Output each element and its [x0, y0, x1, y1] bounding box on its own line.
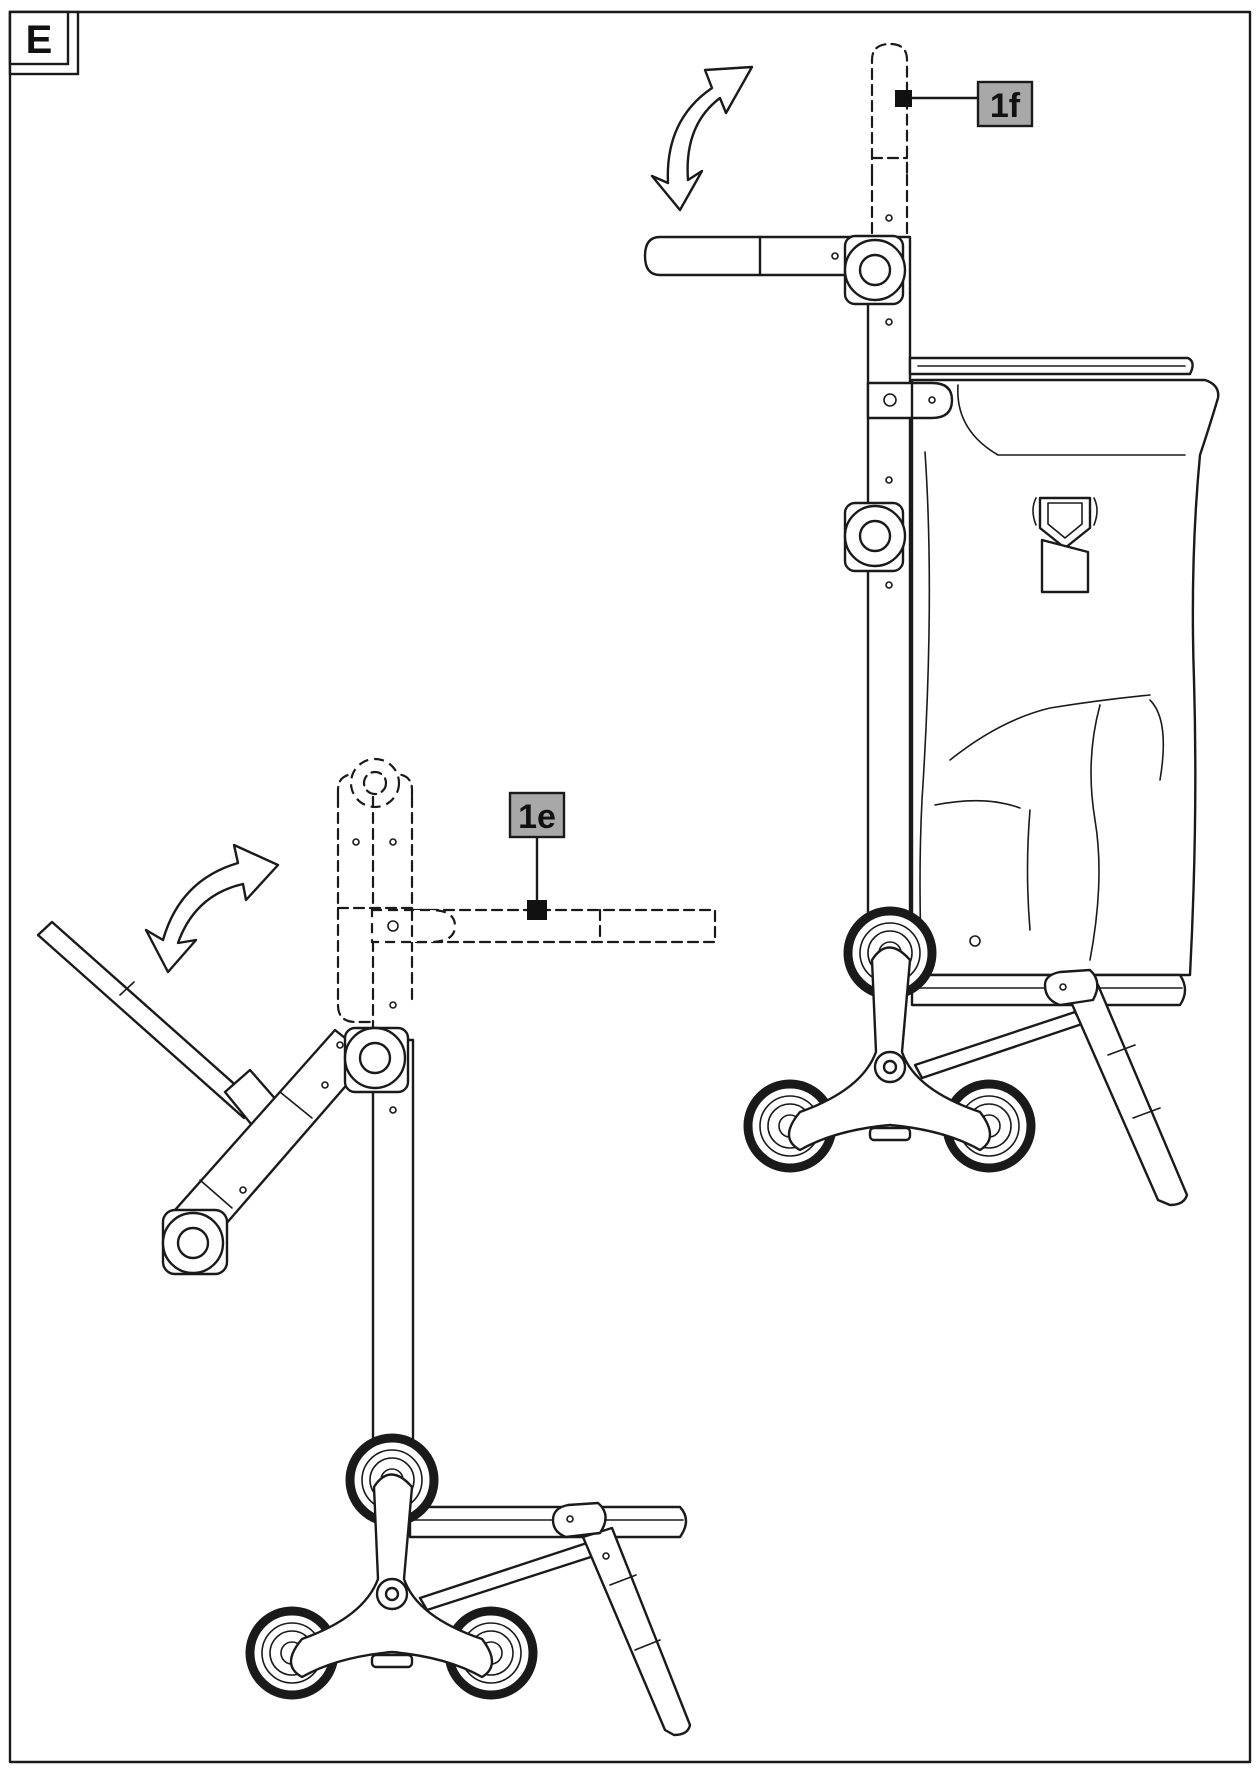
part-label-1e-text: 1e — [518, 798, 556, 836]
rotate-arrow-icon — [650, 65, 754, 212]
panel-letter-box: E — [8, 10, 80, 76]
trolley-folding: 1e — [36, 757, 717, 1737]
panel-frame — [8, 10, 1252, 1764]
trolley-unfolded: 1f — [643, 42, 1220, 1207]
panel-letter: E — [26, 18, 53, 62]
rotate-arrow-icon — [144, 843, 280, 974]
part-label-1f-text: 1f — [990, 87, 1021, 125]
part-label-1f: 1f — [895, 80, 1034, 128]
part-label-1e: 1e — [508, 791, 566, 920]
